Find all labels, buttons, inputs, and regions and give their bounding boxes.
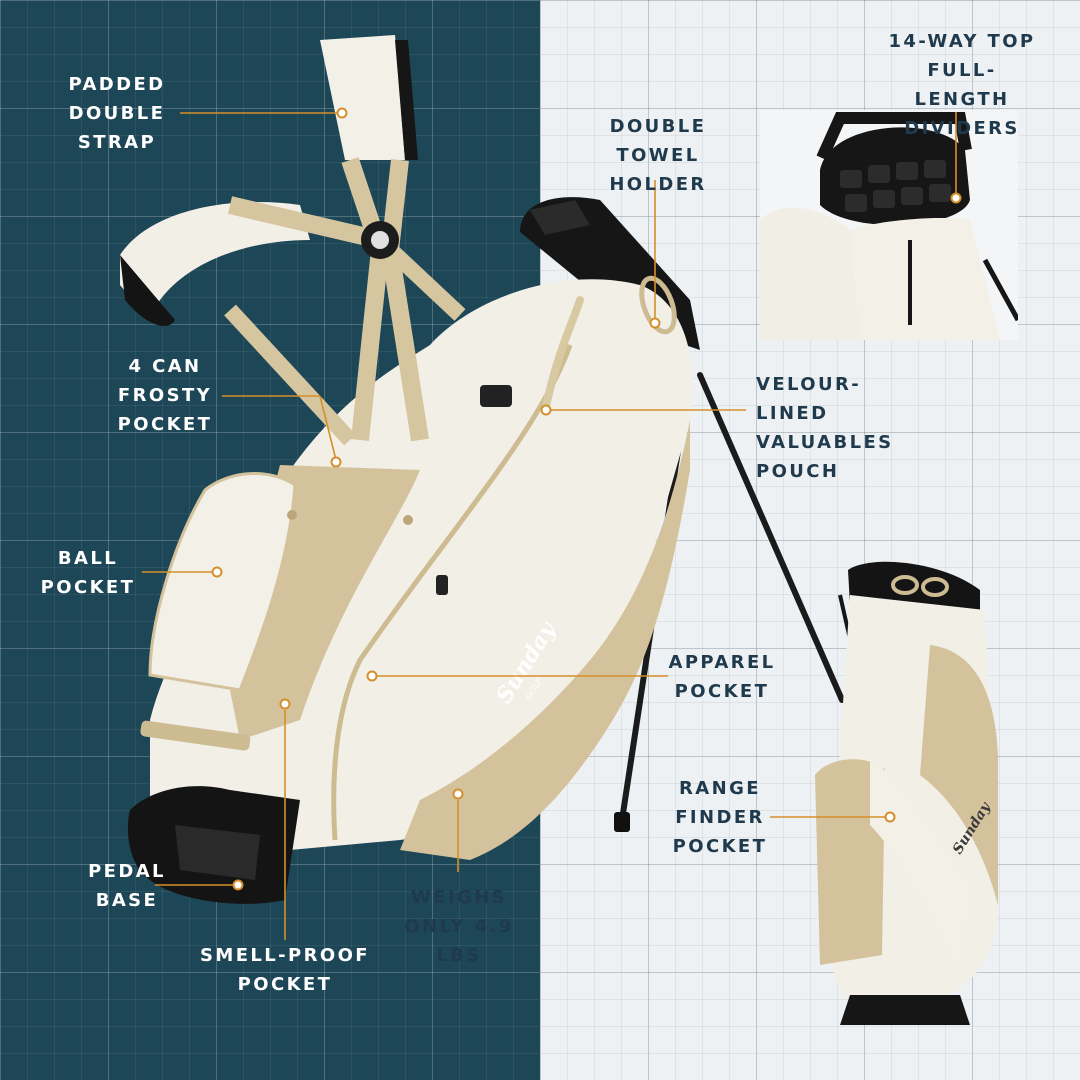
double-strap: [120, 35, 466, 446]
side-bag-image: Sunday: [815, 561, 998, 1025]
weighs-label: WEIGHS ONLY 4.9 LBS: [404, 887, 514, 966]
padded-double-strap-label: PADDED DOUBLE STRAP: [68, 74, 166, 153]
four-can-frosty-pocket-label: 4 CAN FROSTY POCKET: [117, 356, 213, 435]
smell-proof-pocket-label: SMELL-PROOF POCKET: [200, 945, 370, 995]
apparel-pocket-label: APPAREL POCKET: [668, 652, 776, 702]
double-towel-holder-label: DOUBLE TOWEL HOLDER: [609, 116, 707, 195]
pedal-base: [127, 786, 300, 904]
velour-lined-pouch-label: VELOUR-LINED VALUABLES POUCH: [756, 374, 894, 482]
front-pockets: [140, 465, 420, 751]
ball-pocket-label: BALL POCKET: [40, 548, 136, 598]
pedal-base-label: PEDAL BASE: [88, 861, 166, 911]
dividers-inset-image: [760, 110, 1018, 340]
range-finder-pocket-label: RANGE FINDER POCKET: [672, 778, 768, 857]
fourteen-way-top-label: 14-WAY TOP FULL-LENGTH DIVIDERS: [888, 31, 1036, 139]
